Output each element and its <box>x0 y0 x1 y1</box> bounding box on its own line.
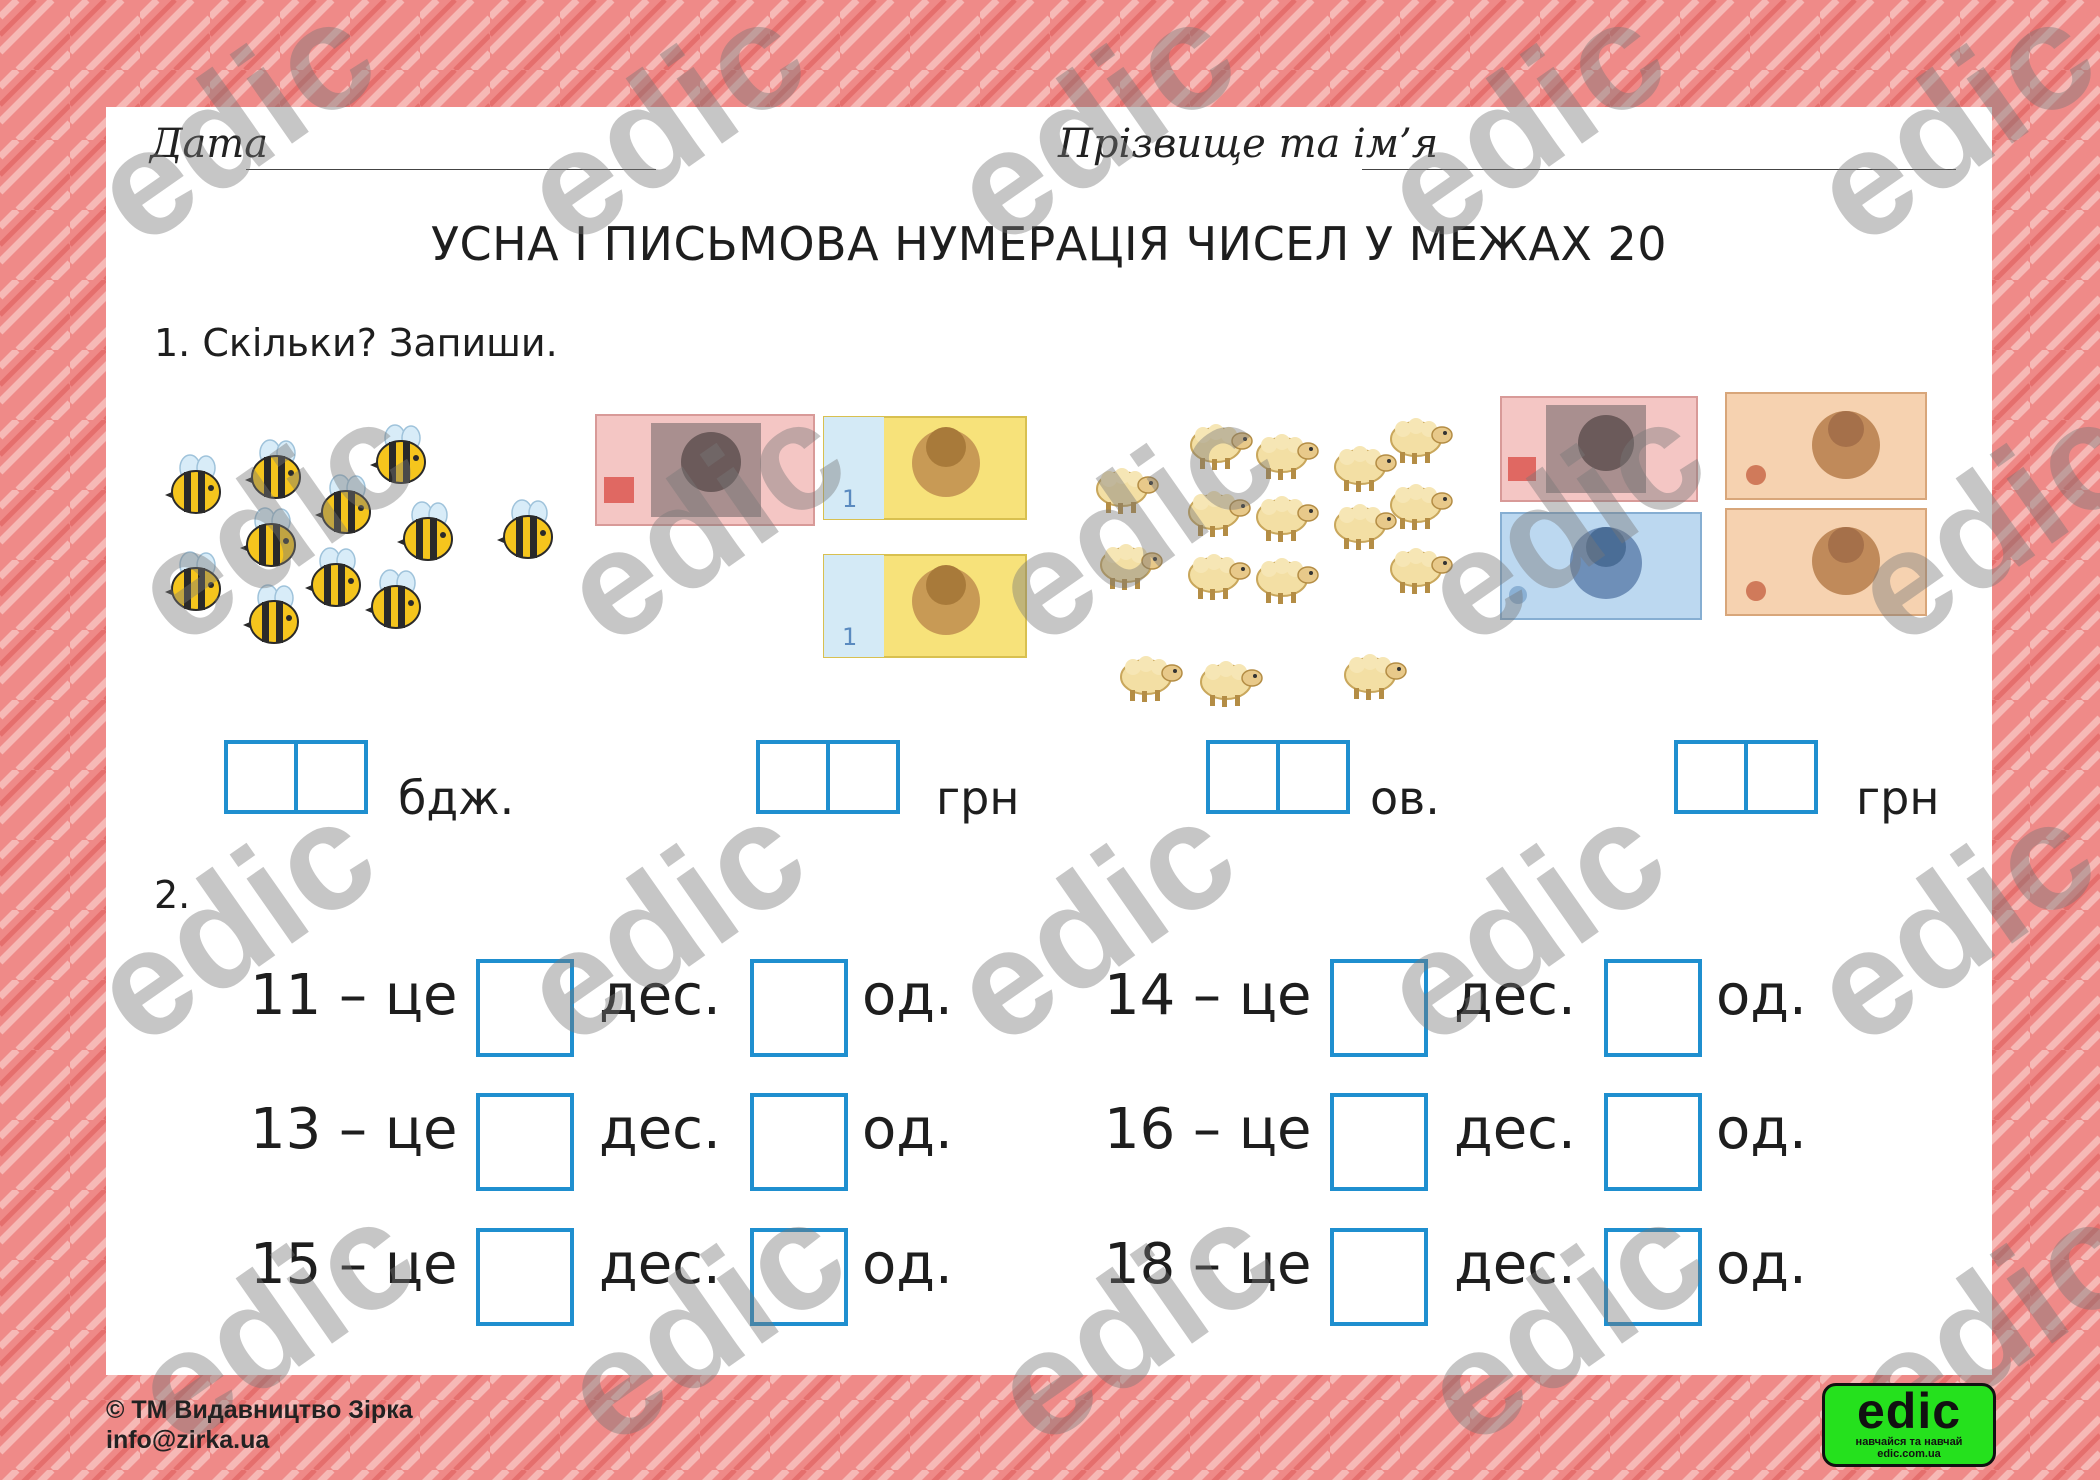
bee-icon <box>314 474 371 534</box>
sheep-icon <box>1390 417 1453 465</box>
ones-label: од. <box>862 1097 953 1162</box>
ones-label: од. <box>862 1232 953 1297</box>
ones-answer-box[interactable] <box>750 959 848 1057</box>
ones-label: од. <box>1716 963 1807 1028</box>
bee-icon <box>242 584 299 644</box>
bee-icon <box>396 501 453 561</box>
name-line[interactable] <box>1362 169 1956 170</box>
tens-answer-box[interactable] <box>1330 959 1428 1057</box>
answer-box-money1-ones[interactable] <box>826 740 900 814</box>
sheep-icon <box>1100 543 1163 591</box>
unit-bees: бдж. <box>398 771 515 825</box>
bee-icon <box>496 499 553 559</box>
page-title: УСНА І ПИСЬМОВА НУМЕРАЦІЯ ЧИСЕЛ У МЕЖАХ … <box>430 217 1668 271</box>
ones-answer-box[interactable] <box>1604 1228 1702 1326</box>
sheep-icon <box>1334 445 1397 493</box>
answer-box-money1-tens[interactable] <box>756 740 830 814</box>
sheep-icon <box>1200 660 1263 708</box>
banknote-1-icon: 1 <box>823 416 1027 520</box>
answer-box-sheep-tens[interactable] <box>1206 740 1280 814</box>
tens-label: дес. <box>599 1097 721 1162</box>
task1-illustrations: 1 1 <box>164 392 1927 708</box>
date-line[interactable] <box>246 169 656 170</box>
answer-box-sheep-ones[interactable] <box>1276 740 1350 814</box>
bee-icon <box>369 424 426 484</box>
bee-icon <box>164 454 221 514</box>
ones-label: од. <box>1716 1097 1807 1162</box>
sheep-icon <box>1256 433 1319 481</box>
tens-label: дес. <box>1454 1097 1576 1162</box>
task2-expression: 16 – це <box>1104 1097 1312 1162</box>
tens-label: дес. <box>599 1232 721 1297</box>
bee-icon <box>364 569 421 629</box>
bee-icon <box>239 507 296 567</box>
ones-answer-box[interactable] <box>1604 1093 1702 1191</box>
unit-money2: грн <box>1856 771 1940 825</box>
sheep-icon <box>1096 467 1159 515</box>
ones-label: од. <box>1716 1232 1807 1297</box>
ones-answer-box[interactable] <box>750 1228 848 1326</box>
task1-prompt: 1. Скільки? Запиши. <box>154 321 558 365</box>
tens-answer-box[interactable] <box>476 1228 574 1326</box>
sheep-icon <box>1256 495 1319 543</box>
date-label: Дата <box>150 121 269 167</box>
answer-box-bees-ones[interactable] <box>294 740 368 814</box>
banknote-2-icon <box>1725 508 1927 616</box>
answer-box-money2-ones[interactable] <box>1744 740 1818 814</box>
task2-expression: 11 – це <box>250 963 458 1028</box>
tens-answer-box[interactable] <box>476 959 574 1057</box>
sheep-icon <box>1390 483 1453 531</box>
tens-answer-box[interactable] <box>1330 1093 1428 1191</box>
ones-answer-box[interactable] <box>750 1093 848 1191</box>
sheep-icon <box>1120 655 1183 703</box>
tens-answer-box[interactable] <box>476 1093 574 1191</box>
banknote-10-icon <box>1500 396 1698 502</box>
sheep-icon <box>1188 553 1251 601</box>
answer-box-money2-tens[interactable] <box>1674 740 1748 814</box>
banknote-1-icon: 1 <box>823 554 1027 658</box>
tens-label: дес. <box>1454 1232 1576 1297</box>
tens-label: дес. <box>599 963 721 1028</box>
svg-text:1: 1 <box>842 623 857 651</box>
ones-label: од. <box>862 963 953 1028</box>
unit-money1: грн <box>936 771 1020 825</box>
unit-sheep: ов. <box>1370 771 1440 825</box>
banknote-5-icon <box>1500 512 1702 620</box>
sheep-icon <box>1188 490 1251 538</box>
tens-answer-box[interactable] <box>1330 1228 1428 1326</box>
task2-expression: 14 – це <box>1104 963 1312 1028</box>
task2-expression: 18 – це <box>1104 1232 1312 1297</box>
sheep-icon <box>1390 547 1453 595</box>
banknote-2-icon <box>1725 392 1927 500</box>
footer-email[interactable]: info@zirka.ua <box>106 1426 270 1454</box>
answer-box-bees-tens[interactable] <box>224 740 298 814</box>
banknotes-group-1: 1 1 <box>595 414 1027 658</box>
logo-site: edic.com.ua <box>1877 1448 1941 1460</box>
sheep-icon <box>1256 557 1319 605</box>
banknote-10-icon <box>595 414 815 526</box>
sheep-icon <box>1334 503 1397 551</box>
footer-copyright: © ТМ Видавництво Зірка <box>106 1396 413 1424</box>
bee-icon <box>244 439 301 499</box>
banknotes-group-2 <box>1500 392 1927 620</box>
task2-expression: 15 – це <box>250 1232 458 1297</box>
sheep-icon <box>1344 653 1407 701</box>
tens-label: дес. <box>1454 963 1576 1028</box>
edic-logo: edic навчайся та навчай edic.com.ua <box>1822 1383 1996 1467</box>
sheep-icon <box>1190 423 1253 471</box>
ones-answer-box[interactable] <box>1604 959 1702 1057</box>
bee-icon <box>304 547 361 607</box>
worksheet: Дата Прізвище та ім’я УСНА І ПИСЬМОВА НУ… <box>106 107 1992 1375</box>
task2-label: 2. <box>154 873 191 917</box>
svg-text:1: 1 <box>842 485 857 513</box>
name-label: Прізвище та ім’я <box>1058 121 1439 167</box>
task2-expression: 13 – це <box>250 1097 458 1162</box>
bees-group <box>164 424 553 644</box>
sheep-group <box>1096 417 1453 708</box>
bee-icon <box>164 551 221 611</box>
logo-name: edic <box>1856 1383 1962 1439</box>
logo-tagline: навчайся та навчай <box>1855 1436 1963 1448</box>
